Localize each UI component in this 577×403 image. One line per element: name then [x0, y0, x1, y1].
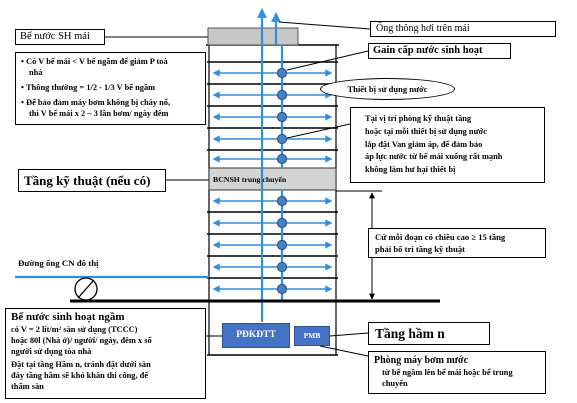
- city-pipe-label: Đường ống CN đô thị: [18, 258, 99, 268]
- riser-leader: [286, 50, 369, 71]
- basement-leader: [329, 332, 369, 337]
- zone-note-line-2: phải bố trí tầng kỹ thuật: [375, 244, 466, 254]
- vent-label: Ống thông hơi trên mái: [370, 21, 556, 37]
- placement-line-1: Đặt tại tầng Hầm n, tránh đặt dưới sàn: [11, 360, 151, 369]
- valve-icon: [276, 111, 288, 123]
- floor-distribution: [212, 67, 333, 295]
- pressure-valve-line-3: lắp đặt Van giảm áp, để đảm bảo: [365, 139, 483, 149]
- control-room-box: PĐKĐTT: [222, 323, 290, 348]
- note-2-line-1: Thông thường = 1/2 - 1/3 V bể ngầm: [21, 82, 205, 93]
- roof-tank-notes: Có V bể mái < V bể ngầm để giảm P toà nh…: [15, 52, 206, 125]
- note-3-line-2: thì V bể mái x 2 – 3 lần bơm/ ngày đêm: [29, 109, 169, 118]
- placement-line-3: thấm sàn: [11, 382, 44, 391]
- valve-icon: [276, 239, 288, 251]
- valve-icon: [276, 195, 288, 207]
- pump-room-note: Phòng máy bơm nước từ bể ngầm lên bể mái…: [368, 351, 546, 394]
- note-1-line-2: nhà: [29, 68, 43, 77]
- pump-room-line-1: từ bể ngầm lên bể mái hoặc bể trung: [382, 368, 513, 377]
- capacity-line-1: có V = 2 lít/m² sàn sử dụng (TCCC): [11, 325, 138, 334]
- roof-tank-label: Bể nước SH mái: [15, 29, 105, 45]
- pressure-valve-line-2: hoặc tại mỗi thiết bị sử dụng nước: [365, 126, 487, 136]
- valve-icon: [276, 283, 288, 295]
- capacity-line-2: hoặc 80l (Nhà ở)/ người/ ngày, đêm x số: [11, 336, 152, 345]
- pressure-valve-leader: [286, 123, 351, 139]
- valve-icon: [276, 133, 288, 145]
- roof-tank: [207, 27, 299, 46]
- pump-room-leader: [319, 345, 369, 357]
- transfer-tank-label: BCNSH trung chuyển: [213, 175, 287, 184]
- note-1-line-1: Có V bể mái < V bể ngầm để giảm P toà: [21, 56, 205, 67]
- pump-room-box: PMB: [294, 326, 330, 346]
- water-meter-icon: [74, 277, 98, 301]
- capacity-line-3: người sử dụng tòa nhà: [11, 347, 92, 356]
- vent-leader: [278, 21, 371, 30]
- riser-label: Gain cấp nước sinh hoạt: [368, 43, 511, 59]
- basement-label: Tầng hầm n: [368, 322, 490, 345]
- pressure-valve-line-5: không làm hư hại thiết bị: [365, 165, 456, 175]
- technical-floor-label: Tầng kỹ thuật (nếu có): [18, 169, 166, 192]
- valve-icon: [276, 67, 288, 79]
- valve-icon: [276, 153, 288, 165]
- pressure-valve-note: Tại vị trí phòng kỹ thuật tầng hoặc tại …: [350, 107, 545, 183]
- pump-room-title: Phòng máy bơm nước: [374, 355, 469, 366]
- water-meter-slash: [77, 279, 95, 299]
- pressure-valve-line-4: áp lực nước từ bể mái xuống rất mạnh: [365, 152, 503, 162]
- placement-line-2: đáy tầng hầm sẽ khó khăn thi công, để: [11, 371, 149, 380]
- pump-room-line-2: chuyển: [382, 379, 408, 388]
- pressure-valve-line-1: Tại vị trí phòng kỹ thuật tầng: [365, 114, 472, 123]
- underground-tank-note: Bể nước sinh hoạt ngầm có V = 2 lít/m² s…: [5, 308, 206, 399]
- note-3-line-1: Để bảo đảm máy bơm không bị cháy nổ,: [21, 97, 205, 108]
- fixture-label: Thiết bị sử dụng nước: [320, 78, 455, 100]
- valve-icon: [276, 261, 288, 273]
- valve-icon: [276, 217, 288, 229]
- valve-icon: [276, 89, 288, 101]
- zone-note: Cứ mỗi đoạn có chiều cao ≥ 15 tầng phải …: [368, 228, 546, 258]
- zone-note-line-1: Cứ mỗi đoạn có chiều cao ≥ 15 tầng: [375, 232, 506, 242]
- underground-tank-title: Bể nước sinh hoạt ngầm: [11, 311, 125, 323]
- floor-lines: [207, 61, 338, 356]
- transfer-tank: [208, 167, 337, 191]
